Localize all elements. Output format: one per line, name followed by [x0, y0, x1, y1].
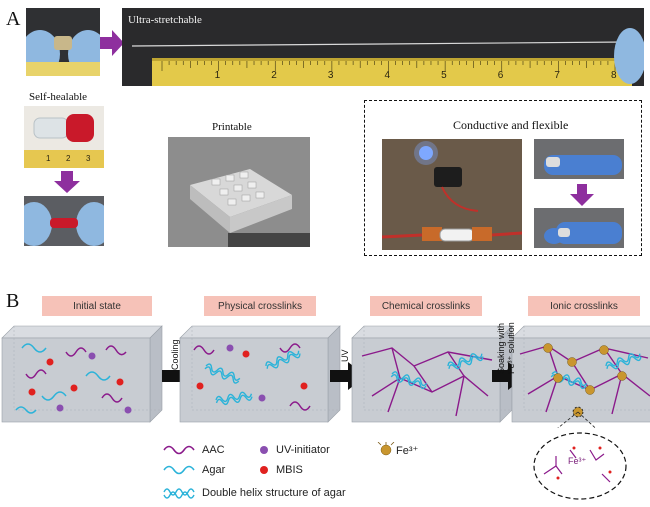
- panel-a-letter: A: [6, 8, 21, 30]
- conductive-box: [364, 100, 642, 256]
- healing-sample-graphic: [24, 106, 104, 168]
- legend-helix-swatch: [163, 488, 195, 499]
- arrow-soaking-label: Soaking with Fe³⁺ solution: [496, 322, 516, 374]
- ruler-number: 8: [611, 70, 617, 81]
- legend-aac: AAC: [202, 444, 225, 456]
- zoom-line-right: [577, 411, 596, 428]
- legend-fe: Fe³⁺: [396, 445, 419, 457]
- heal-arrow-icon: [54, 171, 80, 193]
- finger-straight-graphic: [534, 139, 624, 179]
- stage-label-physical: Physical crosslinks: [204, 296, 316, 316]
- arrow-cooling-label: Cooling: [170, 339, 180, 370]
- legend-uv-swatch: [260, 446, 268, 454]
- small-ruler-number: 2: [66, 154, 71, 163]
- panel-b-letter: B: [6, 290, 20, 312]
- crosslink-schematic: [1, 325, 650, 428]
- legend-uv-initiator: UV-initiator: [276, 444, 330, 456]
- flex-arrow-icon: [570, 184, 594, 206]
- legend-graphics: [163, 442, 395, 499]
- zoom-fe-label: Fe³⁺: [568, 456, 587, 466]
- heal-before-photo: 1 2 3: [24, 106, 104, 168]
- heal-after-photo: [24, 196, 104, 246]
- legend-agar-swatch: [163, 465, 195, 475]
- stretch-caption: Ultra-stretchable: [128, 14, 202, 26]
- conductive-caption: Conductive and flexible: [453, 118, 569, 132]
- lattice-graphic: [168, 137, 310, 247]
- finger-bent-graphic: [534, 208, 624, 248]
- cube-physical: [179, 325, 341, 423]
- small-ruler-number: 3: [86, 154, 91, 163]
- stretch-ruler-photo: Ultra-stretchable 1 2 3 4 5 6 7 8: [122, 8, 644, 86]
- legend-mbis: MBIS: [276, 464, 303, 476]
- healed-sample-graphic: [24, 196, 104, 246]
- stage-label-initial: Initial state: [42, 296, 152, 316]
- zoom-circle: [533, 432, 627, 500]
- led-circuit-photo: [382, 139, 522, 250]
- legend-fe-swatch: [377, 442, 395, 456]
- stage-label-ionic: Ionic crosslinks: [528, 296, 640, 316]
- small-ruler-number: 1: [46, 154, 51, 163]
- arrow-soaking-icon: [492, 362, 526, 390]
- legend-helix: Double helix structure of agar: [202, 487, 346, 499]
- cube-initial: [1, 325, 163, 423]
- soaking-label-line1: Soaking with: [496, 322, 506, 374]
- finger-straight-photo: [534, 139, 624, 179]
- led-circuit-graphic: [382, 139, 522, 250]
- ruler-number: 4: [384, 70, 391, 81]
- ruler-number: 2: [271, 70, 277, 81]
- ruler-number: 1: [214, 70, 221, 81]
- ruler-number: 5: [441, 70, 447, 81]
- finger-bent-photo: [534, 208, 624, 248]
- arrow-uv-label: UV: [340, 349, 350, 362]
- stage-label-chemical: Chemical crosslinks: [370, 296, 482, 316]
- stretch-start-photo: [26, 8, 100, 76]
- zoom-line-left: [557, 411, 579, 428]
- cube-chemical: [351, 325, 513, 423]
- heal-caption: Self-healable: [29, 91, 88, 103]
- soaking-label-line2: Fe³⁺ solution: [506, 322, 516, 374]
- ruler-number: 7: [554, 70, 560, 81]
- legend-mbis-swatch: [260, 466, 268, 474]
- ruler-graphic: [122, 8, 644, 86]
- stretch-arrow-icon: [100, 30, 124, 56]
- printed-lattice-photo: [168, 137, 310, 247]
- print-caption: Printable: [212, 121, 252, 133]
- legend-agar: Agar: [202, 464, 226, 476]
- gloved-hands-graphic: [26, 8, 100, 76]
- ruler-number: 6: [497, 70, 504, 81]
- ruler-number: 3: [327, 70, 334, 81]
- legend-aac-swatch: [163, 445, 195, 455]
